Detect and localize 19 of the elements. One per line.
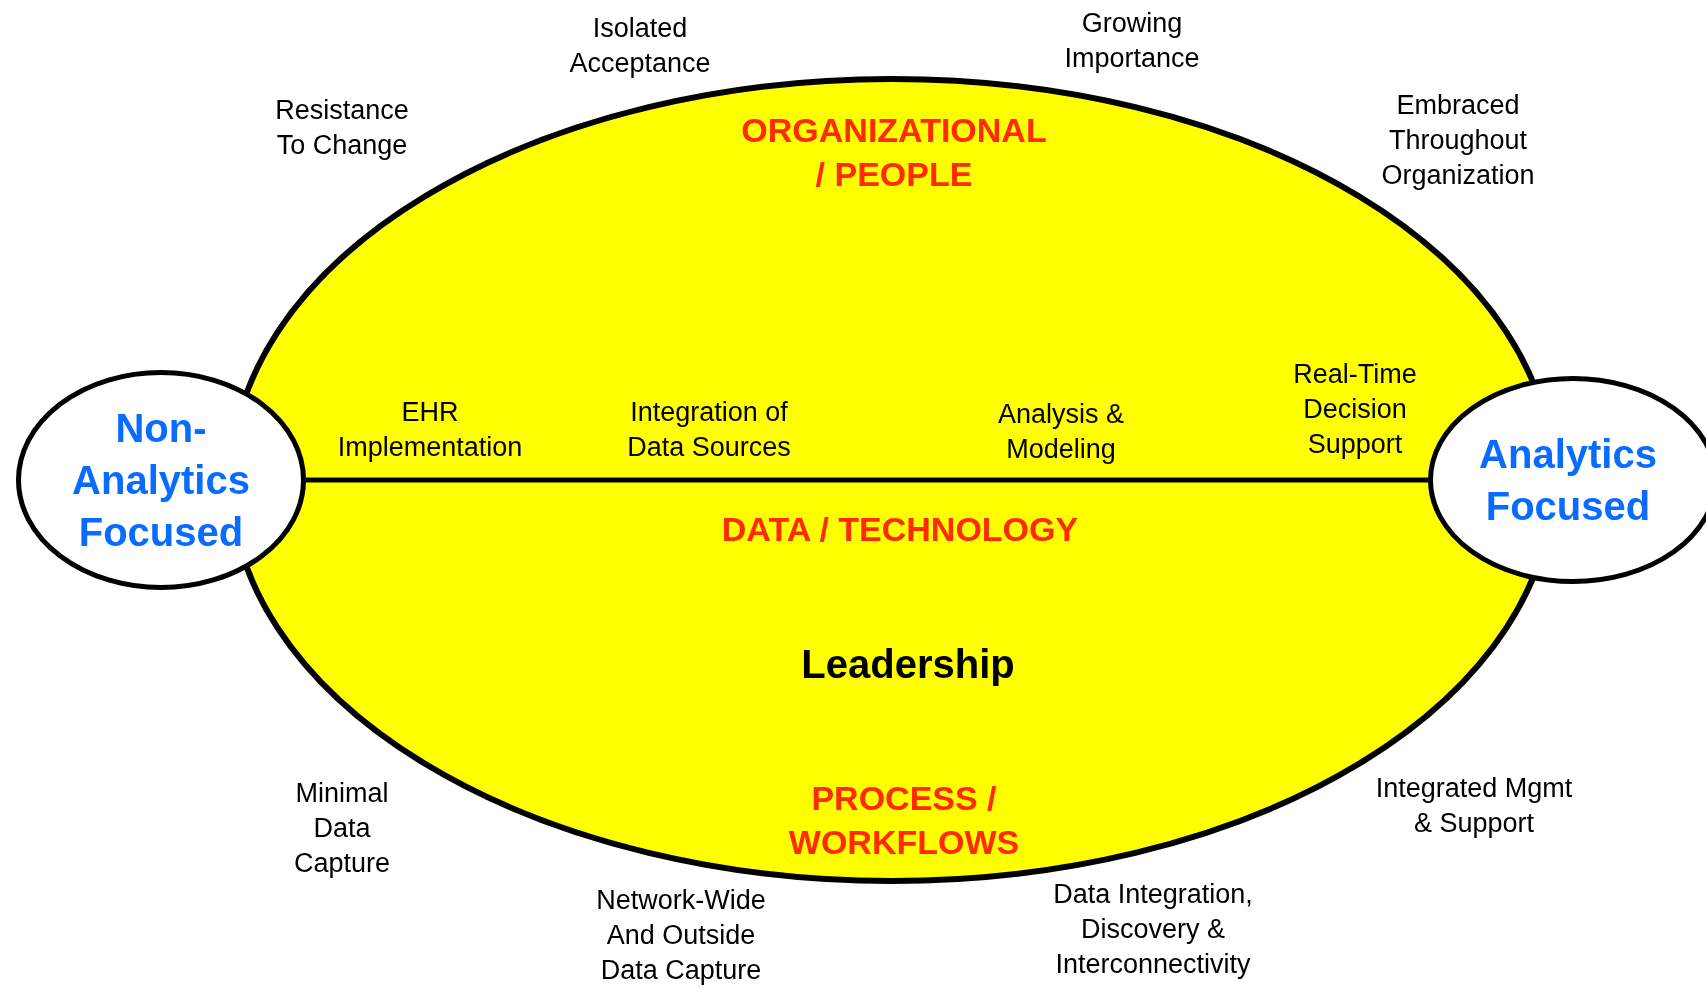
center-heading: Leadership [800, 641, 1016, 688]
stage-text: Resistance To Change [274, 93, 410, 162]
stage-text: Network-Wide And Outside Data Capture [595, 884, 767, 988]
stage-text: Integration of Data Sources [626, 395, 792, 464]
stage-text: Real-Time Decision Support [1292, 358, 1418, 462]
stage-text: Analysis & Modeling [996, 397, 1126, 466]
stage-text: Integrated Mgmt & Support [1374, 771, 1574, 840]
oval-label: Non-Analytics Focused [71, 405, 251, 556]
stage-text: Embraced Throughout Organization [1380, 89, 1536, 193]
stage-text: Data Integration, Discovery & Interconnectivity [1052, 878, 1254, 982]
stage-text: Growing Importance [1063, 6, 1201, 75]
section-heading: ORGANIZATIONAL / PEOPLE [740, 109, 1048, 195]
stage-text: EHR Implementation [336, 395, 524, 464]
oval-label: Analytics Focused [1478, 431, 1658, 530]
section-heading: DATA / TECHNOLOGY [720, 508, 1080, 550]
start-oval [16, 370, 306, 590]
stage-text: Isolated Acceptance [568, 11, 712, 80]
section-heading: PROCESS / WORKFLOWS [787, 777, 1021, 863]
stage-text: Minimal Data Capture [292, 777, 392, 881]
